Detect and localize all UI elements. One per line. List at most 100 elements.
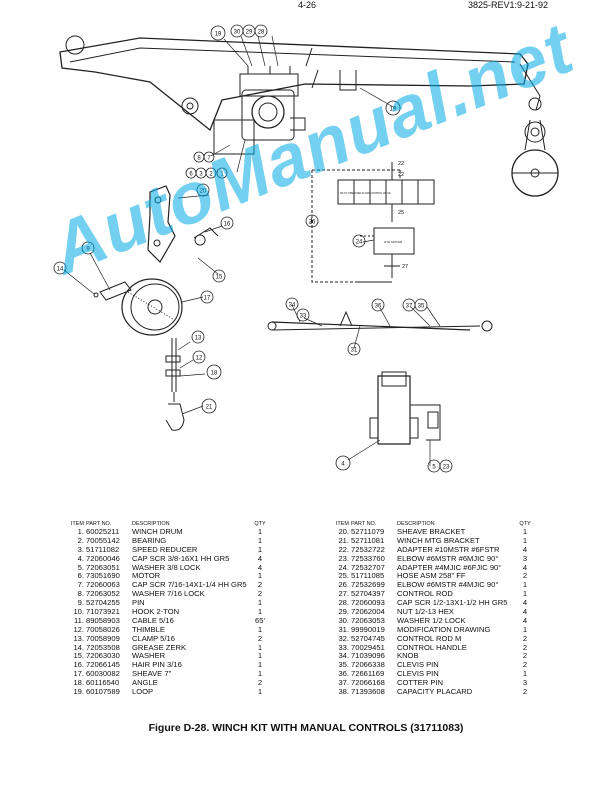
parts-list-header: ITEM PART NO. DESCRIPTION QTY bbox=[58, 521, 270, 528]
part-number: 99990019 bbox=[351, 624, 385, 634]
part-quantity: 1 bbox=[522, 580, 528, 590]
callout-label: 24 bbox=[356, 240, 363, 246]
part-quantity: 2 bbox=[257, 633, 263, 643]
part-number: 72532699 bbox=[351, 580, 385, 590]
part-description: CAPACITY PLACARD bbox=[397, 687, 473, 697]
part-quantity: 1 bbox=[522, 624, 528, 634]
part-quantity: 1 bbox=[257, 669, 263, 679]
callout-label: 3 bbox=[199, 172, 203, 178]
item-number: 26. bbox=[338, 580, 349, 590]
callout-label: 13 bbox=[195, 336, 202, 342]
part-description: CABLE 5/16 bbox=[132, 615, 174, 625]
part-description: PIN bbox=[132, 598, 145, 608]
part-description: HAIR PIN 3/16 bbox=[132, 660, 182, 670]
part-description: BEARING bbox=[132, 535, 167, 545]
item-number: 27. bbox=[338, 589, 349, 599]
part-number: 72063053 bbox=[351, 615, 385, 625]
part-number: 60116540 bbox=[86, 678, 120, 688]
part-description: LOOP bbox=[132, 687, 154, 697]
part-number: 72063051 bbox=[86, 562, 120, 572]
part-quantity: 2 bbox=[522, 571, 528, 581]
part-description: WINCH MTG BRACKET bbox=[397, 535, 480, 545]
part-description: CLAMP 5/16 bbox=[132, 633, 175, 643]
callout-label: 35 bbox=[418, 304, 425, 310]
callout-label: 19 bbox=[390, 107, 397, 113]
part-quantity: 65' bbox=[255, 615, 265, 625]
part-number: 71039096 bbox=[351, 651, 385, 661]
item-number: 13. bbox=[73, 633, 84, 643]
header-qty: QTY bbox=[519, 521, 531, 527]
part-number: 70058026 bbox=[86, 624, 120, 634]
hydraulic-circuit bbox=[311, 162, 435, 283]
page-number: 4-26 bbox=[298, 0, 317, 10]
part-quantity: 3 bbox=[522, 553, 528, 563]
part-description: ELBOW #6MSTR #4MJIC 90° bbox=[397, 580, 499, 590]
control-rods bbox=[267, 310, 493, 332]
part-description: ELBOW #6MSTR #6MJIC 90° bbox=[397, 553, 499, 563]
part-quantity: 2 bbox=[522, 633, 528, 643]
part-number: 72062004 bbox=[351, 607, 385, 617]
part-number: 70029451 bbox=[351, 642, 385, 652]
part-description: SPEED REDUCER bbox=[132, 544, 198, 554]
item-number: 3. bbox=[77, 544, 84, 554]
boom-sheave bbox=[511, 63, 559, 197]
part-quantity: 1 bbox=[257, 607, 263, 617]
callout-circles: 19 30 29 28 19 8 7 6 3 2 1 20 16 15 9 14… bbox=[53, 24, 453, 473]
part-number: 72066338 bbox=[351, 660, 385, 670]
part-description: WASHER 3/8 LOCK bbox=[132, 562, 201, 572]
item-number: 10. bbox=[73, 607, 84, 617]
sheave-bracket bbox=[147, 185, 176, 263]
part-number: 60030082 bbox=[86, 669, 120, 679]
part-quantity: 2 bbox=[522, 687, 528, 697]
sheave-17 bbox=[121, 278, 183, 336]
leader-lines bbox=[63, 35, 441, 466]
callout-label: 4 bbox=[341, 462, 345, 468]
callout-label: 6 bbox=[189, 172, 193, 178]
header-part-no: PART NO. bbox=[351, 521, 377, 527]
part-number: 60025211 bbox=[86, 527, 120, 536]
part-quantity: 1 bbox=[522, 589, 528, 599]
item-number: 15. bbox=[73, 651, 84, 661]
part-quantity: 1 bbox=[257, 642, 263, 652]
winch-mtg-bracket bbox=[369, 371, 441, 445]
item-number: 37. bbox=[338, 678, 349, 688]
part-quantity: 2 bbox=[522, 651, 528, 661]
header-description: DESCRIPTION bbox=[132, 521, 170, 527]
part-quantity: 3 bbox=[522, 678, 528, 688]
part-number: 72066145 bbox=[86, 660, 120, 670]
part-number: 60107589 bbox=[86, 687, 120, 697]
item-number: 25. bbox=[338, 571, 349, 581]
item-number: 29. bbox=[338, 607, 349, 617]
part-description: HOOK 2-TON bbox=[132, 607, 180, 617]
part-description: CAP SCR 7/16-14X1-1/4 HH GR5 bbox=[132, 580, 247, 590]
callout-label: 7 bbox=[207, 156, 211, 162]
callout-label: 34 bbox=[289, 303, 296, 309]
part-description: MODIFICATION DRAWING bbox=[397, 624, 491, 634]
part-quantity: 1 bbox=[522, 527, 528, 536]
part-description: NUT 1/2-13 HEX bbox=[397, 607, 454, 617]
callout-label: 27 bbox=[402, 264, 408, 270]
motor-label: HYD MOTOR bbox=[384, 240, 403, 244]
parts-list-left: ITEM PART NO. DESCRIPTION QTY 1.60025211… bbox=[58, 521, 270, 697]
part-quantity: 2 bbox=[257, 678, 263, 688]
header-item: ITEM bbox=[70, 521, 84, 527]
callout-label: 5 bbox=[432, 465, 436, 471]
parts-list-header: ITEM PART NO. DESCRIPTION QTY bbox=[323, 521, 535, 528]
item-number: 9. bbox=[77, 598, 84, 608]
part-description: ANGLE bbox=[132, 678, 158, 688]
